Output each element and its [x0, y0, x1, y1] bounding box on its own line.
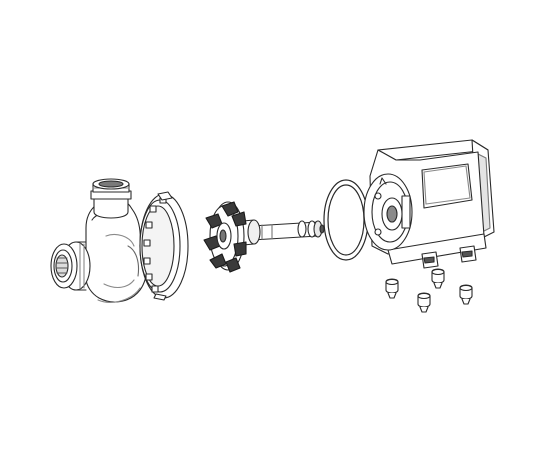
o-ring-gasket	[324, 180, 368, 260]
volute-housing	[51, 179, 147, 302]
rubber-foot	[386, 279, 398, 298]
rubber-foot	[418, 293, 430, 312]
rubber-feet	[386, 269, 472, 312]
inlet-thread	[51, 242, 90, 290]
retaining-ring	[140, 192, 188, 300]
rubber-foot	[432, 269, 444, 288]
impeller-shaft-assembly	[204, 202, 324, 272]
motor-body	[364, 140, 494, 268]
rubber-foot	[460, 285, 472, 304]
impeller-blades	[204, 202, 246, 272]
shaft	[252, 221, 324, 240]
